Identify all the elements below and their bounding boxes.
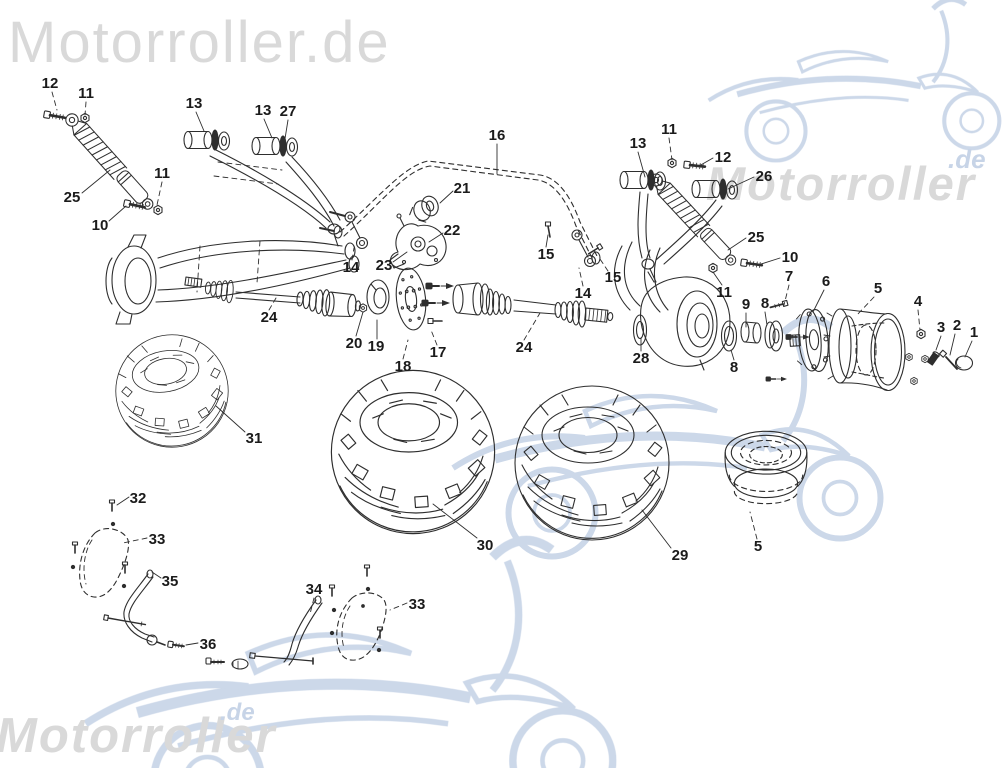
- part-label-25: 25: [748, 229, 765, 246]
- shock-absorber-left: [42, 109, 163, 216]
- brake-disc: [395, 267, 427, 331]
- part-label-11: 11: [661, 121, 677, 138]
- part-label-14: 14: [575, 285, 592, 302]
- part-label-29: 29: [672, 547, 689, 564]
- part-label-31: 31: [246, 430, 263, 447]
- watermark-logo-top: Motorroller.de: [8, 10, 391, 75]
- part-label-24: 24: [261, 309, 278, 326]
- upper-control-arm-right: [619, 169, 739, 283]
- part-label-11: 11: [716, 284, 732, 301]
- part-label-7: 7: [785, 268, 793, 285]
- part-label-10: 10: [92, 217, 109, 234]
- part-label-18: 18: [395, 358, 412, 375]
- parts-drawing: [42, 91, 974, 670]
- part-label-14: 14: [343, 259, 360, 276]
- tire-30: [330, 369, 496, 535]
- part-label-20: 20: [346, 335, 363, 352]
- part-label-27: 27: [280, 103, 297, 120]
- part-label-22: 22: [444, 222, 461, 239]
- stabilizer-link-left-14: [329, 211, 369, 250]
- part-label-5: 5: [874, 280, 882, 297]
- part-label-32: 32: [130, 490, 147, 507]
- lower-control-arm-left: [105, 234, 360, 325]
- cv-axle-left: [184, 276, 361, 318]
- part-label-15: 15: [538, 246, 555, 263]
- part-label-10: 10: [782, 249, 799, 266]
- part-label-2: 2: [953, 317, 961, 334]
- part-label-30: 30: [477, 537, 494, 554]
- part-label-1: 1: [970, 324, 978, 341]
- part-label-8: 8: [761, 295, 769, 312]
- stabilizer-link-right-14: [544, 221, 604, 268]
- part-label-5: 5: [754, 538, 762, 555]
- tire-31: [106, 325, 238, 457]
- cv-axle-right: [452, 282, 614, 328]
- watermark-brand-right: Motorroller: [706, 157, 977, 210]
- part-label-13: 13: [186, 95, 203, 112]
- part-label-17: 17: [430, 344, 447, 361]
- part-label-24: 24: [516, 339, 533, 356]
- lower-control-arm-right: [613, 241, 731, 371]
- part-label-13: 13: [255, 102, 272, 119]
- part-label-8: 8: [730, 359, 738, 376]
- fender-right: [329, 564, 387, 661]
- part-label-35: 35: [162, 573, 179, 590]
- part-label-33: 33: [149, 531, 166, 548]
- fender-left: [70, 499, 130, 598]
- part-label-11: 11: [78, 85, 94, 102]
- stabilizer-bushing-21: [409, 195, 439, 223]
- part-label-21: 21: [454, 180, 471, 197]
- part-label-11: 11: [154, 165, 170, 182]
- disc-bolts-17: [421, 282, 455, 325]
- part-label-25: 25: [64, 189, 81, 206]
- fender-bracket-34: [205, 584, 337, 670]
- part-label-36: 36: [200, 636, 217, 653]
- watermark-brand-bottom: Motorroller: [0, 709, 278, 763]
- bolt-36: [167, 640, 185, 649]
- upper-control-arm-left: [183, 129, 341, 247]
- part-label-28: 28: [633, 350, 650, 367]
- fender-bracket-35: [103, 569, 185, 649]
- wheel-bearings: [720, 299, 811, 382]
- part-label-6: 6: [822, 273, 830, 290]
- wheel-hub: [789, 308, 829, 372]
- part-label-16: 16: [489, 127, 506, 144]
- part-label-15: 15: [605, 269, 622, 286]
- part-label-26: 26: [756, 168, 773, 185]
- watermark-suffix-bottom: .de: [220, 699, 255, 726]
- axle-end-hardware: [905, 328, 974, 386]
- scooter-watermark-top-right: [709, 0, 1000, 161]
- wheel-rim-front: [823, 308, 906, 392]
- part-label-9: 9: [742, 296, 750, 313]
- part-label-19: 19: [368, 338, 385, 355]
- part-label-12: 12: [42, 75, 59, 92]
- part-label-33: 33: [409, 596, 426, 613]
- part-label-23: 23: [376, 257, 393, 274]
- brake-caliper: [389, 213, 447, 271]
- part-label-12: 12: [715, 149, 732, 166]
- leader-lines: [51, 91, 973, 646]
- part-label-13: 13: [630, 135, 647, 152]
- stabilizer-bar: [319, 160, 601, 265]
- watermark-suffix-right: .de: [948, 144, 986, 174]
- part-label-3: 3: [937, 319, 945, 336]
- part-label-4: 4: [914, 293, 923, 310]
- lock-washer-19: [366, 279, 390, 315]
- part-label-34: 34: [306, 581, 323, 598]
